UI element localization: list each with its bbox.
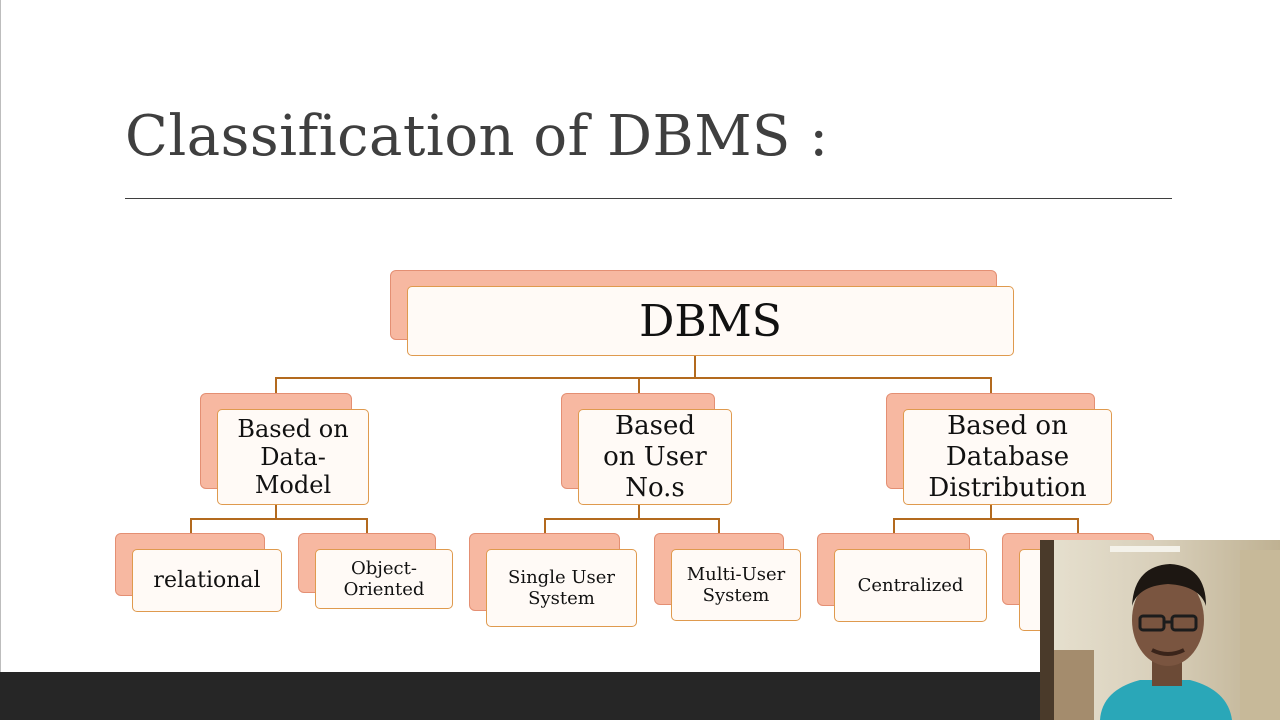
connector-cat1-left [190, 518, 192, 534]
connector-to-cat2 [638, 377, 640, 395]
webcam-overlay [1040, 540, 1280, 720]
slide-frame [0, 0, 1, 672]
node-label: Single User System [508, 567, 615, 609]
node-leaf-object-oriented: Object- Oriented [298, 533, 454, 610]
slide-title: Classification of DBMS : [125, 104, 829, 169]
connector-cat3-left [893, 518, 895, 534]
node-category-data-model: Based on Data- Model [200, 393, 370, 506]
connector-cat1-down [275, 504, 277, 519]
title-underline [125, 198, 1172, 199]
connector-level1-bar [275, 377, 992, 379]
connector-cat1-bar [190, 518, 368, 520]
node-root-dbms: DBMS [390, 270, 1015, 358]
connector-cat2-down [638, 504, 640, 519]
connector-cat3-right [1077, 518, 1079, 534]
connector-cat2-left [544, 518, 546, 534]
node-label: Based on Data- Model [237, 415, 349, 499]
node-label: DBMS [639, 295, 782, 347]
connector-root-down [694, 356, 696, 378]
node-leaf-centralized: Centralized [817, 533, 988, 623]
connector-cat2-bar [544, 518, 720, 520]
node-leaf-multi-user: Multi-User System [654, 533, 802, 622]
presenter-video-icon [1040, 540, 1280, 720]
connector-cat3-down [990, 504, 992, 519]
node-leaf-single-user: Single User System [469, 533, 638, 628]
node-label: Multi-User System [686, 564, 786, 606]
node-label: Centralized [857, 575, 964, 596]
connector-cat3-bar [893, 518, 1079, 520]
connector-to-cat1 [275, 377, 277, 395]
node-label: Object- Oriented [343, 558, 425, 600]
node-label: relational [153, 568, 261, 593]
connector-to-cat3 [990, 377, 992, 395]
node-leaf-relational: relational [115, 533, 283, 613]
node-category-distribution: Based on Database Distribution [886, 393, 1113, 506]
connector-cat1-right [366, 518, 368, 534]
node-label: Based on Database Distribution [928, 410, 1087, 503]
node-label: Based on User No.s [603, 410, 707, 503]
node-category-user-number: Based on User No.s [561, 393, 733, 506]
connector-cat2-right [718, 518, 720, 534]
